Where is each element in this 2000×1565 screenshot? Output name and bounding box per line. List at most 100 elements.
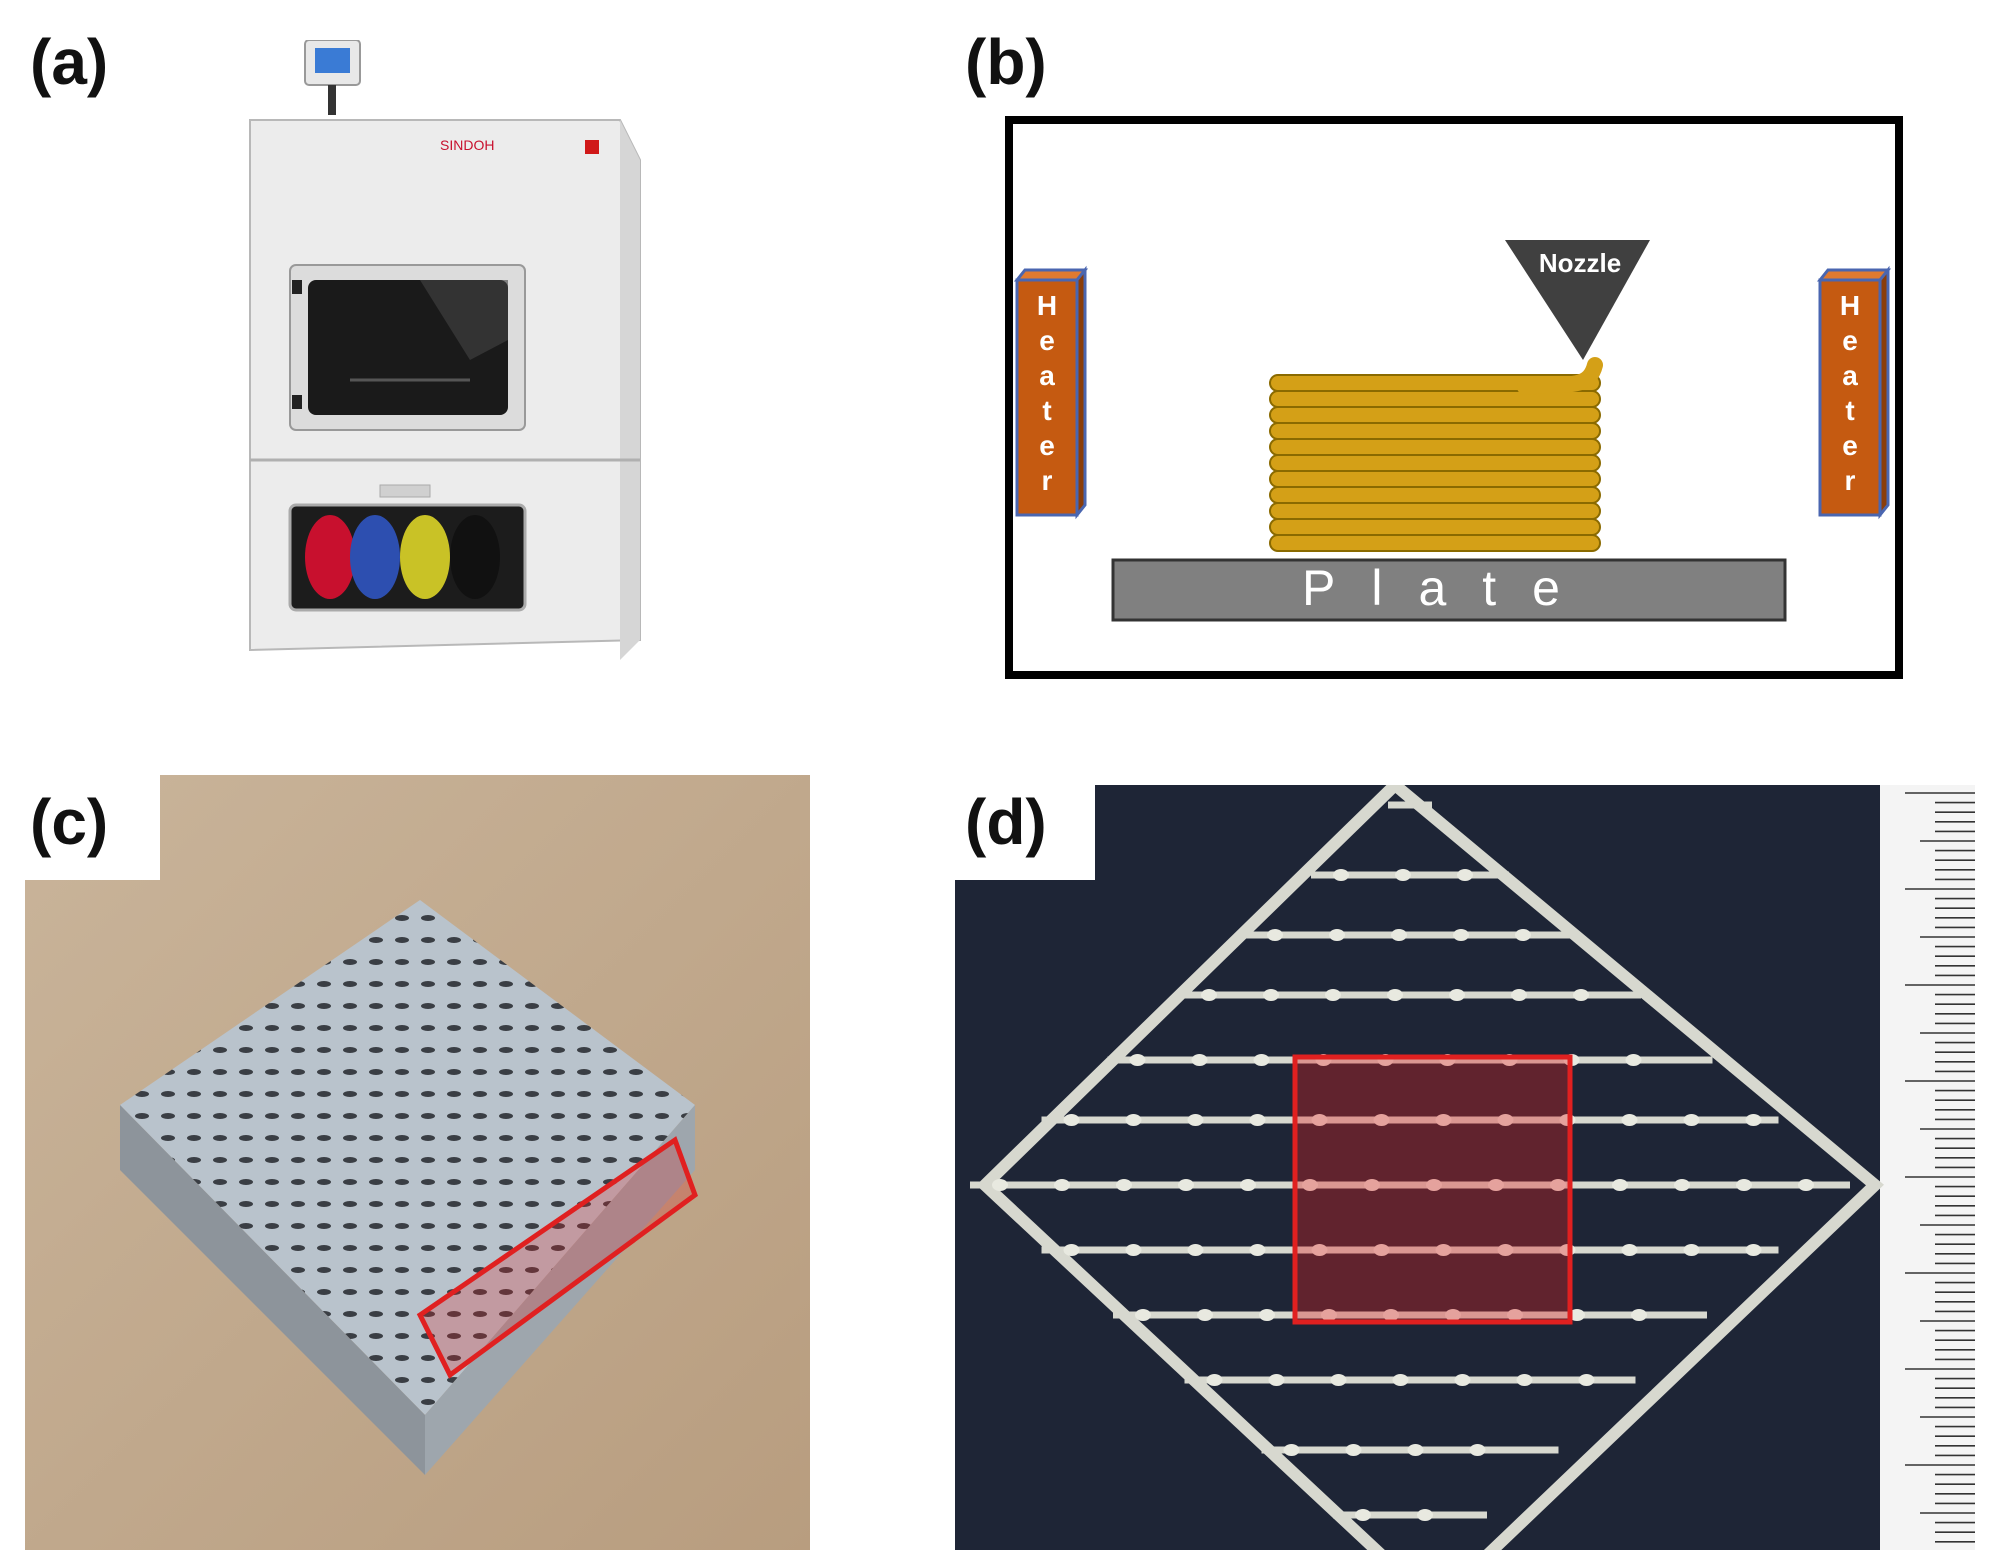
lattice-node (1391, 929, 1407, 941)
lattice-node (1515, 929, 1531, 941)
lattice-node (1578, 1374, 1595, 1386)
lattice-node (992, 1179, 1008, 1191)
lattice-node (1745, 1244, 1762, 1256)
lattice-node (1267, 929, 1283, 941)
lattice-node (1187, 1244, 1204, 1256)
lattice-node (1135, 1309, 1151, 1321)
lattice-node (1736, 1179, 1752, 1191)
lattice-node (1454, 1374, 1471, 1386)
filament-layer (1269, 534, 1601, 552)
lattice-node (1798, 1179, 1814, 1191)
plate-label: Plate (1302, 560, 1596, 616)
lattice-node (1116, 1179, 1132, 1191)
lattice-node (1125, 1114, 1142, 1126)
lattice-node (1054, 1179, 1070, 1191)
filament-layer (1269, 406, 1601, 424)
lattice-node (1612, 1179, 1628, 1191)
lattice-node (1511, 989, 1527, 1001)
panel-b-label: (b) (965, 26, 1047, 98)
lattice-node (1507, 1309, 1523, 1321)
lattice-node (1325, 989, 1341, 1001)
lattice-node (1435, 1114, 1452, 1126)
panel-a-label: (a) (30, 26, 109, 98)
filament-layer (1269, 502, 1601, 520)
lattice-node (1249, 1244, 1266, 1256)
lattice-node (1129, 1054, 1146, 1066)
lattice-node (1201, 989, 1217, 1001)
lattice-node (1364, 1179, 1380, 1191)
lattice-node (1063, 1244, 1080, 1256)
lattice-node (1125, 1244, 1142, 1256)
filament-layer (1269, 486, 1601, 504)
printer-illustration: SINDOH (249, 40, 641, 660)
panel-d-lattice-photo (955, 785, 1975, 1550)
panel-c-label: (c) (30, 786, 109, 858)
filament-layer (1269, 422, 1601, 440)
lattice-node (1445, 1309, 1461, 1321)
lattice-top-view (955, 785, 1975, 1550)
lattice-node (1497, 1114, 1514, 1126)
lattice-node (1321, 1309, 1337, 1321)
lattice-node (1187, 1114, 1204, 1126)
lattice-node (1329, 929, 1345, 941)
lattice-node (1249, 1114, 1266, 1126)
lattice-node (1417, 1509, 1433, 1521)
lattice-node (1488, 1179, 1504, 1191)
lattice-node (1683, 1114, 1700, 1126)
panel-d-label-bg (955, 785, 1095, 880)
lattice-node (1373, 1114, 1390, 1126)
lattice-node (1497, 1244, 1514, 1256)
lattice-node (1407, 1444, 1424, 1456)
panel-c-cube-photo (25, 775, 810, 1550)
lattice-node (1333, 869, 1349, 881)
panel-c-label-bg (25, 775, 160, 880)
lattice-node (1197, 1309, 1213, 1321)
lattice-node (1253, 1054, 1270, 1066)
filament-layer (1269, 470, 1601, 488)
heater-right (1816, 265, 1892, 520)
filament-layer (1269, 390, 1601, 408)
lattice-node (1449, 989, 1465, 1001)
nozzle-icon (1505, 240, 1650, 360)
lattice-node (1625, 1054, 1642, 1066)
lattice-node (1516, 1374, 1533, 1386)
lattice-node (1259, 1309, 1275, 1321)
filament-layer (1269, 518, 1601, 536)
lattice-node (1345, 1444, 1362, 1456)
filament-layer (1269, 454, 1601, 472)
lattice-node (1268, 1374, 1285, 1386)
cube-highlight-box (416, 1136, 698, 1379)
lattice-node (1631, 1309, 1647, 1321)
lattice-node (1435, 1244, 1452, 1256)
panel-d-label: (d) (965, 786, 1047, 858)
lattice-node (1178, 1179, 1194, 1191)
filament-layer (1269, 438, 1601, 456)
lattice-node (1063, 1114, 1080, 1126)
lattice-node (1683, 1244, 1700, 1256)
lattice-node (1311, 1114, 1328, 1126)
lattice-node (1457, 869, 1473, 881)
panel-a-printer-photo: SINDOH (230, 40, 650, 690)
lattice-node (1373, 1244, 1390, 1256)
nozzle-label: Nozzle (1539, 248, 1621, 278)
lattice-node (1263, 989, 1279, 1001)
lattice-node (1426, 1179, 1442, 1191)
lattice-node (1395, 869, 1411, 881)
lattice-node (1621, 1244, 1638, 1256)
printed-cube-illustration (25, 775, 810, 1550)
lattice-node (1573, 989, 1589, 1001)
lattice-node (1387, 989, 1403, 1001)
printer-brand-text: SINDOH (440, 137, 494, 153)
lattice-node (1392, 1374, 1409, 1386)
lattice-node (1745, 1114, 1762, 1126)
lattice-node (1302, 1179, 1318, 1191)
lattice-node (1355, 1509, 1371, 1521)
heater-left (1013, 265, 1089, 520)
lattice-node (1311, 1244, 1328, 1256)
lattice-node (1191, 1054, 1208, 1066)
lattice-highlight-box (1292, 1054, 1573, 1325)
lattice-node (1674, 1179, 1690, 1191)
